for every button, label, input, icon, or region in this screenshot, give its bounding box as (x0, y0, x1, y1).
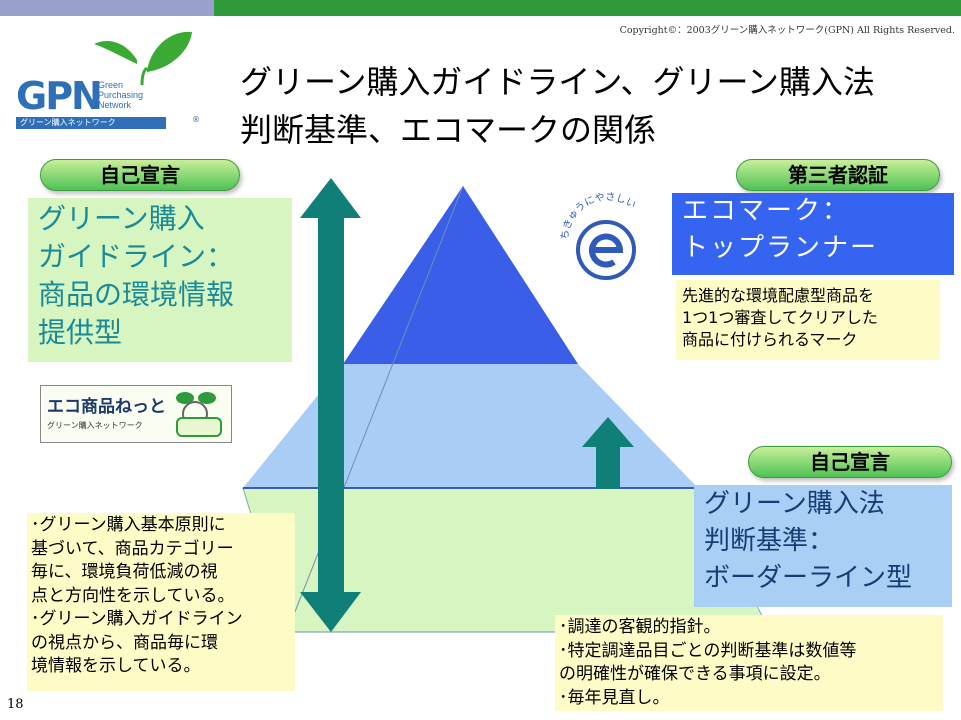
logo-subtitle: Green Purchasing Network (98, 80, 144, 110)
page-number: 18 (7, 697, 24, 712)
gpn-logo: GPN Green Purchasing Network グリーン購入ネットワー… (12, 30, 212, 130)
leaf-icon (94, 31, 192, 86)
top-bar-left (0, 0, 214, 16)
right-note: ･調達の客観的指針。 ･特定調達品目ごとの判断基準は数値等 の明確性が確保できる… (555, 615, 943, 711)
law-box (694, 485, 952, 607)
logo-gpn-mark: GPN (16, 74, 103, 118)
left-note-line: の視点から、商品毎に環 (31, 632, 218, 653)
right-note-line: ･特定調達品目ごとの判断基準は数値等 (559, 640, 857, 661)
ecomark-description: 先進的な環境配慮型商品を 1つ1つ審査してクリアした 商品に付けられるマーク (676, 280, 940, 360)
left-note-line: 毎に、環境負荷低減の視 (31, 562, 218, 582)
law-text: グリーン購入法 判断基準： ボーダーライン型 (704, 489, 913, 593)
pyramid-middle-layer (243, 364, 698, 488)
pyramid-left-edge (286, 185, 464, 633)
logo-jp-label: グリーン購入ネットワーク (16, 117, 166, 129)
right-note-line: の明確性が確保できる事項に設定。 (559, 664, 831, 684)
right-note-line: ･調達の客観的指針。 (559, 617, 721, 637)
third-party-badge: 第三者認証 (736, 159, 940, 191)
right-note-line: ･毎年見直し。 (559, 687, 670, 708)
left-note-line: 点と方向性を示している。 (31, 585, 235, 606)
logo-registered: ® (192, 115, 200, 124)
left-note-line: 基づいて、商品カテゴリー (31, 538, 234, 559)
left-note-line: ･グリーン購入ガイドライン (31, 609, 243, 629)
up-arrow-icon (582, 417, 634, 489)
top-bar-right (214, 0, 961, 16)
left-note-line: ･グリーン購入基本原則に (31, 515, 226, 535)
self-declaration-badge: 自己宣言 (40, 159, 240, 191)
guideline-text: グリーン購入 ガイドライン： 商品の環境情報 提供型 (38, 202, 235, 349)
left-note: ･グリーン購入基本原則に 基づいて、商品カテゴリー 毎に、環境負荷低減の視 点と… (27, 513, 295, 691)
slide-title: グリーン購入ガイドライン、グリーン購入法 判断基準、エコマークの関係 (240, 63, 875, 149)
ecomark-icon: ちきゅうにやさしい (559, 191, 638, 280)
left-note-line: 境情報を示している。 (31, 656, 201, 676)
sprout-icon (176, 392, 222, 437)
eco-shop-subtitle: グリーン購入ネットワーク (47, 421, 143, 430)
self-declaration-badge-2: 自己宣言 (748, 446, 952, 478)
ecomark-label: エコマーク： トップランナー (672, 193, 954, 275)
eco-shop-title: エコ商品ねっと (47, 397, 166, 417)
pyramid-top-layer (343, 186, 578, 364)
guideline-box (28, 198, 292, 362)
copyright-text: Copyright©：2003グリーン購入ネットワーク(GPN) All Rig… (619, 25, 955, 36)
eco-shop-logo: エコ商品ねっと グリーン購入ネットワーク (40, 385, 232, 443)
double-arrow-icon (300, 178, 361, 632)
